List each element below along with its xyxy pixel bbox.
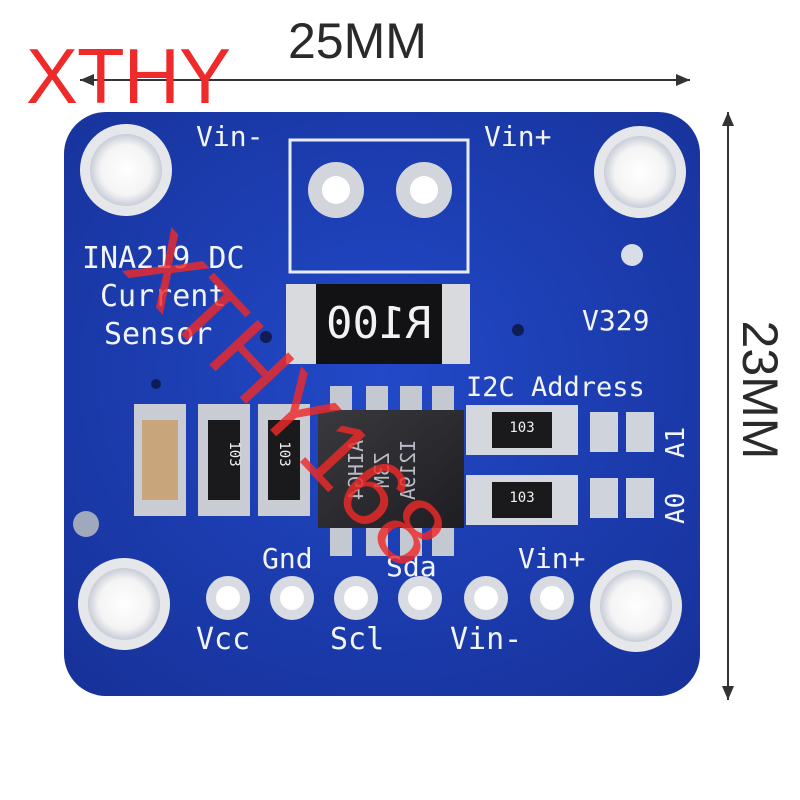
via (260, 331, 272, 343)
mounting-hole (594, 126, 686, 218)
pin-label-vin-minus: Vin- (450, 622, 523, 657)
header-pad (270, 576, 314, 620)
solder-jumper-pad (626, 478, 654, 518)
pin-label-sda: Sda (386, 550, 437, 583)
pin-label-vcc: Vcc (196, 622, 251, 657)
vin-minus-top-label: Vin- (196, 120, 264, 153)
shunt-resistor (286, 284, 470, 364)
header-pad (530, 576, 574, 620)
pin-label-scl: Scl (330, 622, 385, 657)
vin-plus-top-label: Vin+ (484, 120, 552, 153)
mounting-hole (78, 558, 170, 650)
via (512, 324, 524, 336)
mounting-hole (80, 124, 172, 216)
via (73, 511, 99, 537)
solder-jumper-pad (590, 478, 618, 518)
terminal-pad (396, 162, 452, 218)
watermark-corner: XTHY (26, 32, 231, 120)
ina219-chip (318, 410, 464, 528)
pin-label-gnd: Gnd (262, 542, 313, 575)
header-pad (464, 576, 508, 620)
solder-jumper-pad (590, 412, 618, 452)
via (621, 244, 643, 266)
board-title-line: Current (100, 279, 227, 314)
board-title-line: Sensor (104, 317, 213, 352)
i2c-address-label: I2C Address (466, 372, 645, 403)
header-pad (206, 576, 250, 620)
jumper-resistor-code: 103 (509, 420, 535, 436)
shunt-resistor-marking: R100 (326, 298, 432, 349)
board-title: INA219 DC Current Sensor (82, 240, 245, 354)
a0-label: A0 (661, 492, 691, 524)
a1-label: A1 (661, 426, 691, 458)
mounting-hole (590, 560, 682, 652)
version-label: V329 (582, 304, 650, 337)
header-pad (334, 576, 378, 620)
jumper-resistor-code: 103 (509, 490, 535, 506)
via (151, 379, 161, 389)
pin-label-vin-plus: Vin+ (518, 542, 586, 575)
header-pad (398, 576, 442, 620)
board-title-line: INA219 DC (82, 241, 245, 276)
terminal-pad (308, 162, 364, 218)
solder-jumper-pad (626, 412, 654, 452)
width-dimension-label: 25MM (288, 13, 427, 69)
